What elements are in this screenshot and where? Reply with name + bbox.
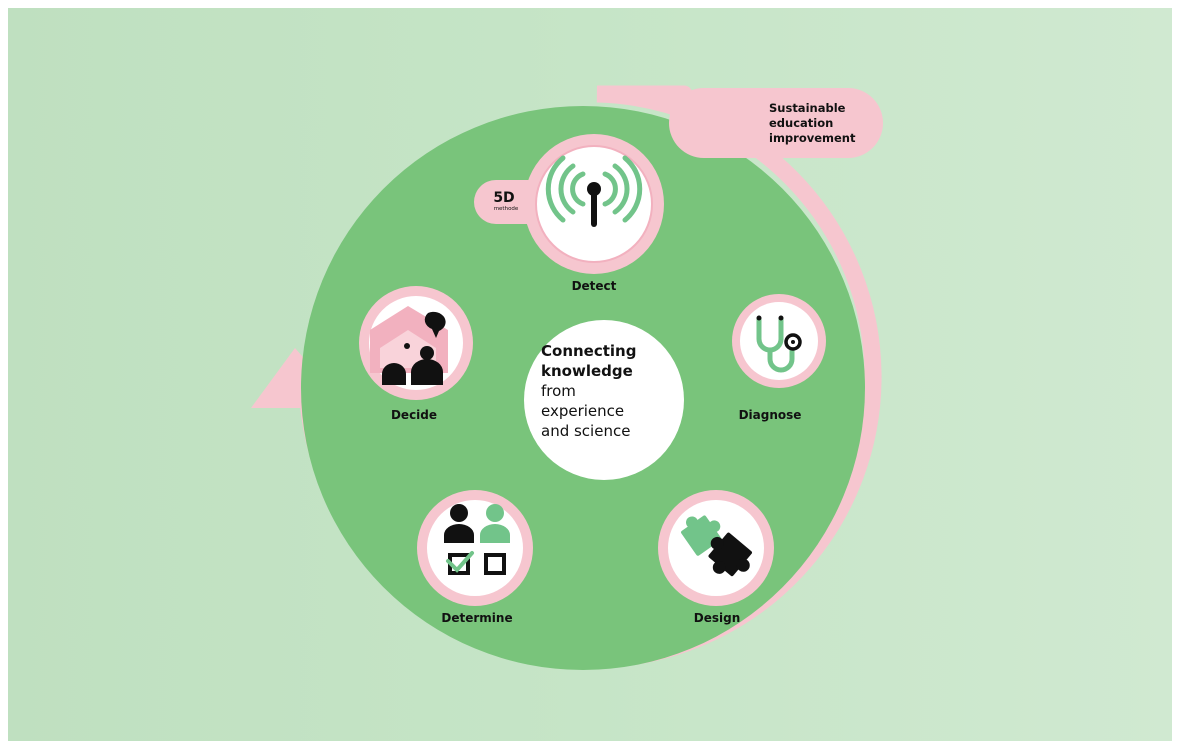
callout-line-1: Sustainable xyxy=(769,101,846,115)
improvement-callout: Sustainable education improvement xyxy=(669,88,883,158)
center-line-3: from xyxy=(541,382,576,400)
step-label-determine: Determine xyxy=(441,611,512,625)
center-line-2: knowledge xyxy=(541,362,633,380)
center-statement: Connecting knowledge from experience and… xyxy=(524,320,684,480)
stethoscope-icon xyxy=(756,315,802,373)
step-label-diagnose: Diagnose xyxy=(739,408,802,422)
step-label-detect: Detect xyxy=(572,279,617,293)
center-circle xyxy=(524,320,684,480)
puzzle-pieces-icon xyxy=(681,515,752,577)
step-decide: Decide xyxy=(359,286,473,422)
center-line-1: Connecting xyxy=(541,342,636,360)
antenna-signal-icon xyxy=(545,155,643,227)
5d-method-cycle-diagram: Sustainable education improvement Connec… xyxy=(251,85,883,670)
center-line-4: experience xyxy=(541,402,624,420)
step-design: Design xyxy=(658,490,774,625)
people-conversation-icon xyxy=(370,306,448,385)
step-determine: Determine xyxy=(417,490,533,625)
people-checkbox-icon xyxy=(444,504,510,575)
badge-subtitle: methode xyxy=(494,206,519,212)
determine-icon-circle xyxy=(427,500,523,596)
step-diagnose: Diagnose xyxy=(732,294,826,422)
step-label-decide: Decide xyxy=(391,408,437,422)
callout-line-2: education xyxy=(769,116,833,130)
step-label-design: Design xyxy=(694,611,741,625)
center-line-5: and science xyxy=(541,422,630,440)
callout-line-3: improvement xyxy=(769,131,856,145)
diagram-canvas: Sustainable education improvement Connec… xyxy=(8,8,1172,741)
callout-bubble xyxy=(669,88,883,158)
step-detect: 5D methode Detect xyxy=(474,134,664,293)
badge-title: 5D xyxy=(493,190,514,206)
